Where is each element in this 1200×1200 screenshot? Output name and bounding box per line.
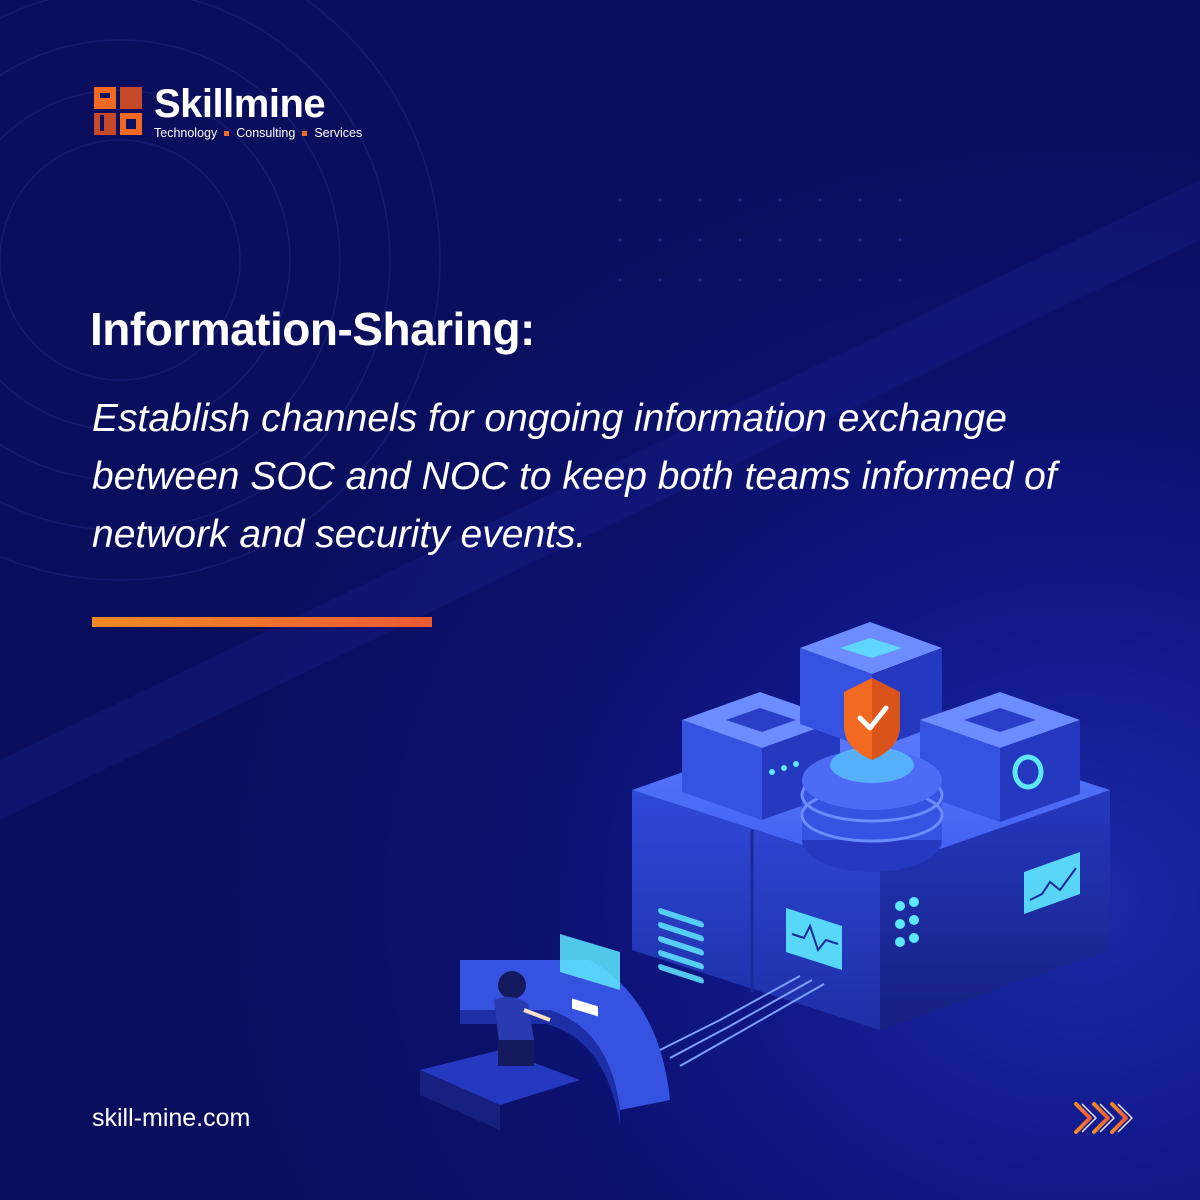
brand-name: Skillmine (154, 82, 326, 126)
brand-logo: Skillmine Technology Consulting Services (92, 84, 362, 140)
brand-tagline: Technology Consulting Services (154, 126, 362, 140)
tagline-consulting: Consulting (236, 126, 296, 140)
headline: Information-Sharing: (90, 303, 535, 355)
body-text: Establish channels for ongoing informati… (92, 397, 1057, 556)
operator-figure (494, 971, 551, 1066)
tagline-services: Services (314, 126, 363, 140)
shield-check-icon (844, 678, 900, 760)
tagline-separator (224, 130, 230, 136)
tagline-separator (302, 130, 308, 136)
skillmine-logo-icon (94, 87, 142, 135)
triple-chevron-right-icon[interactable] (1070, 1098, 1142, 1138)
tagline-technology: Technology (154, 126, 218, 140)
server-illustration (420, 622, 1110, 1130)
website-url[interactable]: skill-mine.com (92, 1104, 251, 1132)
accent-divider (92, 617, 432, 627)
